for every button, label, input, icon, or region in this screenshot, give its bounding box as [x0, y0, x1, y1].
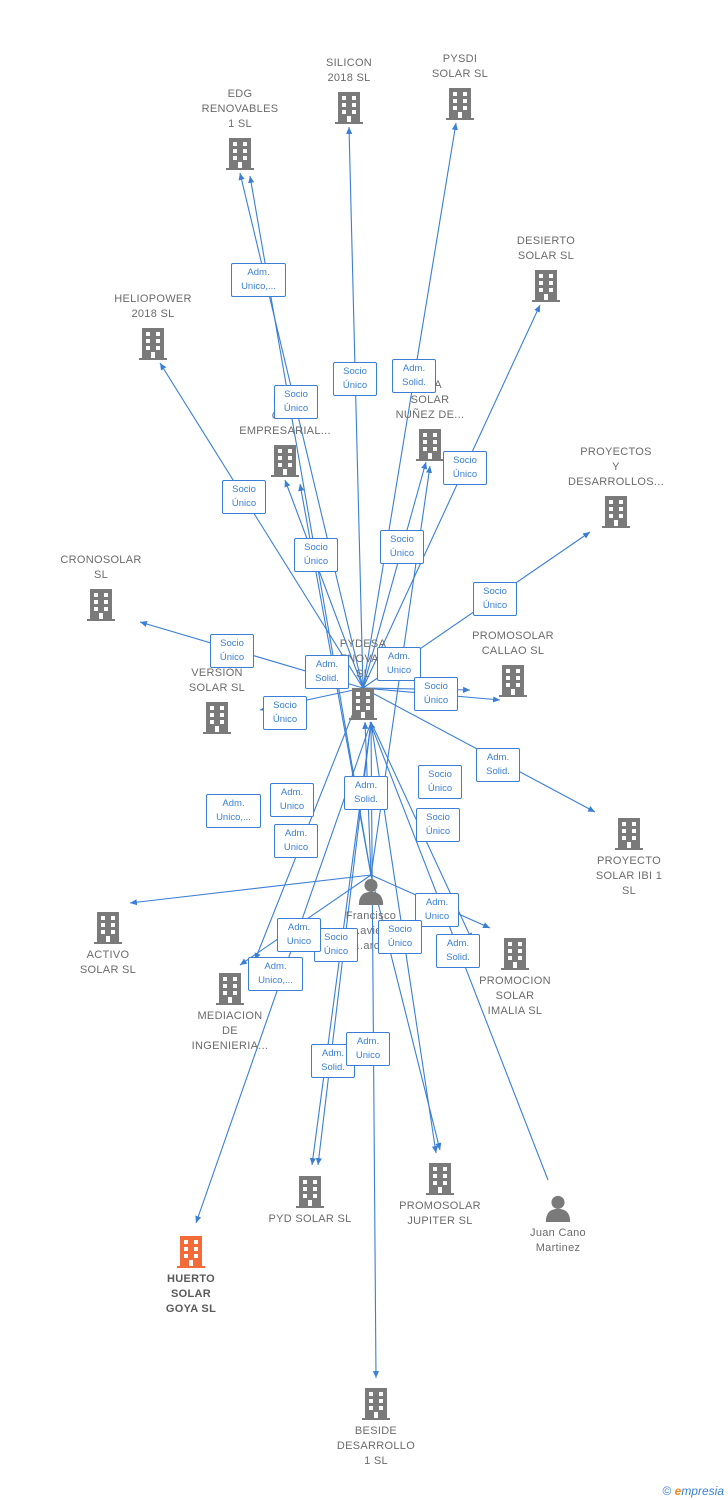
- building-icon-planta[interactable]: [416, 429, 444, 461]
- building-icon-desierto[interactable]: [532, 270, 560, 302]
- building-icon-pygestion[interactable]: [271, 445, 299, 477]
- brand-name: mpresia: [681, 1484, 724, 1498]
- building-icon-promosolar_callao[interactable]: [499, 665, 527, 697]
- node-label-heliopower[interactable]: HELIOPOWER 2018 SL: [114, 293, 192, 320]
- person-icon-francisco[interactable]: [358, 878, 384, 905]
- node-label-pysdi[interactable]: PYSDI SOLAR SL: [431, 53, 489, 80]
- node-label-cronosolar[interactable]: CRONOSOLAR SL: [60, 554, 142, 581]
- building-icon-edg[interactable]: [226, 138, 254, 170]
- relation-label-r4[interactable]: Socio Único: [333, 362, 377, 396]
- relation-label-r20[interactable]: Socio Único: [416, 808, 460, 842]
- building-icon-heliopower[interactable]: [139, 328, 167, 360]
- relation-label-r1[interactable]: Adm. Unico,...: [231, 263, 286, 297]
- copyright-symbol: ©: [662, 1484, 672, 1498]
- node-label-version[interactable]: VERSION SOLAR SL: [188, 667, 246, 694]
- building-icon-promocion_imalia[interactable]: [501, 938, 529, 970]
- relation-label-r15[interactable]: Adm. Solid.: [476, 748, 520, 782]
- relation-label-r21[interactable]: Adm. Unico: [274, 824, 318, 858]
- relation-label-r17[interactable]: Adm. Unico,...: [206, 794, 261, 828]
- node-label-desierto[interactable]: DESIERTO SOLAR SL: [516, 235, 576, 262]
- relation-label-r10[interactable]: Socio Único: [210, 634, 254, 668]
- relation-label-r27[interactable]: Adm. Unico: [277, 918, 321, 952]
- node-label-huerto[interactable]: HUERTO SOLAR GOYA SL: [165, 1273, 217, 1315]
- relation-label-r9[interactable]: Socio Único: [473, 582, 517, 616]
- relation-edge: [362, 461, 428, 689]
- building-icon-beside[interactable]: [362, 1388, 390, 1420]
- building-icon-version[interactable]: [203, 702, 231, 734]
- node-label-proyectos[interactable]: PROYECTOS Y DESARROLLOS...: [568, 446, 664, 488]
- relation-edge: [284, 479, 364, 689]
- node-label-promocion_imalia[interactable]: PROMOCION SOLAR IMALIA SL: [479, 975, 551, 1017]
- relation-label-r2[interactable]: Socio Único: [274, 385, 318, 419]
- node-label-silicon[interactable]: SILICON 2018 SL: [325, 57, 373, 84]
- relation-label-r19[interactable]: Socio Único: [418, 765, 462, 799]
- relation-edge: [362, 304, 541, 689]
- relation-label-r5[interactable]: Socio Único: [443, 451, 487, 485]
- building-icon-promosolar_jupiter[interactable]: [426, 1163, 454, 1195]
- building-icon-mediacion[interactable]: [216, 973, 244, 1005]
- building-icon-pyd_solar[interactable]: [296, 1176, 324, 1208]
- node-label-proyecto_ibi[interactable]: PROYECTO SOLAR IBI 1 SL: [595, 855, 663, 897]
- relation-label-r16[interactable]: Adm. Unico: [270, 783, 314, 817]
- relation-label-r3[interactable]: Adm. Solid.: [392, 359, 436, 393]
- relation-label-r26[interactable]: Adm. Unico,...: [248, 957, 303, 991]
- relation-label-r6[interactable]: Socio Único: [222, 480, 266, 514]
- relation-label-r7[interactable]: Socio Único: [294, 538, 338, 572]
- building-icon-proyectos[interactable]: [602, 496, 630, 528]
- relation-label-r22[interactable]: Adm. Unico: [415, 893, 459, 927]
- relation-label-r23[interactable]: Socio Único: [378, 920, 422, 954]
- relation-label-r29[interactable]: Adm. Unico: [346, 1032, 390, 1066]
- relation-label-r25[interactable]: Adm. Solid.: [436, 934, 480, 968]
- node-label-beside[interactable]: BESIDE DESARROLLO 1 SL: [336, 1425, 416, 1467]
- building-icon-cronosolar[interactable]: [87, 589, 115, 621]
- brand-initial: e: [674, 1484, 682, 1498]
- node-label-activo[interactable]: ACTIVO SOLAR SL: [79, 949, 137, 976]
- building-icon-proyecto_ibi[interactable]: [615, 818, 643, 850]
- relation-label-r13[interactable]: Socio Único: [414, 677, 458, 711]
- building-icon-pysdi[interactable]: [446, 88, 474, 120]
- relation-label-r8[interactable]: Socio Único: [380, 530, 424, 564]
- building-icon-silicon[interactable]: [335, 92, 363, 124]
- brand-footer[interactable]: © empresia: [662, 1484, 724, 1498]
- node-label-edg[interactable]: EDG RENOVABLES 1 SL: [201, 88, 279, 130]
- node-label-juan[interactable]: Juan Cano Martinez: [530, 1227, 586, 1254]
- building-icon-activo[interactable]: [94, 912, 122, 944]
- node-label-promosolar_jupiter[interactable]: PROMOSOLAR JUPITER SL: [399, 1200, 481, 1227]
- relation-label-r14[interactable]: Socio Único: [263, 696, 307, 730]
- relation-edge: [238, 172, 364, 689]
- relation-edge: [346, 126, 364, 689]
- relation-label-r12[interactable]: Adm. Unico: [377, 647, 421, 681]
- relation-label-r18[interactable]: Adm. Solid.: [344, 776, 388, 810]
- node-label-pyd_solar[interactable]: PYD SOLAR SL: [268, 1213, 352, 1225]
- node-label-mediacion[interactable]: MEDIACION DE INGENIERIA...: [191, 1010, 269, 1052]
- relation-label-r11[interactable]: Adm. Solid.: [305, 655, 349, 689]
- node-label-promosolar_callao[interactable]: PROMOSOLAR CALLAO SL: [472, 630, 554, 657]
- person-icon-juan[interactable]: [545, 1195, 571, 1222]
- building-icon-huerto[interactable]: [177, 1236, 205, 1268]
- building-icon-pydesa[interactable]: [349, 688, 377, 720]
- relation-edge: [362, 122, 458, 689]
- relation-label-r24[interactable]: Socio Único: [314, 928, 358, 962]
- relation-edge: [129, 874, 372, 906]
